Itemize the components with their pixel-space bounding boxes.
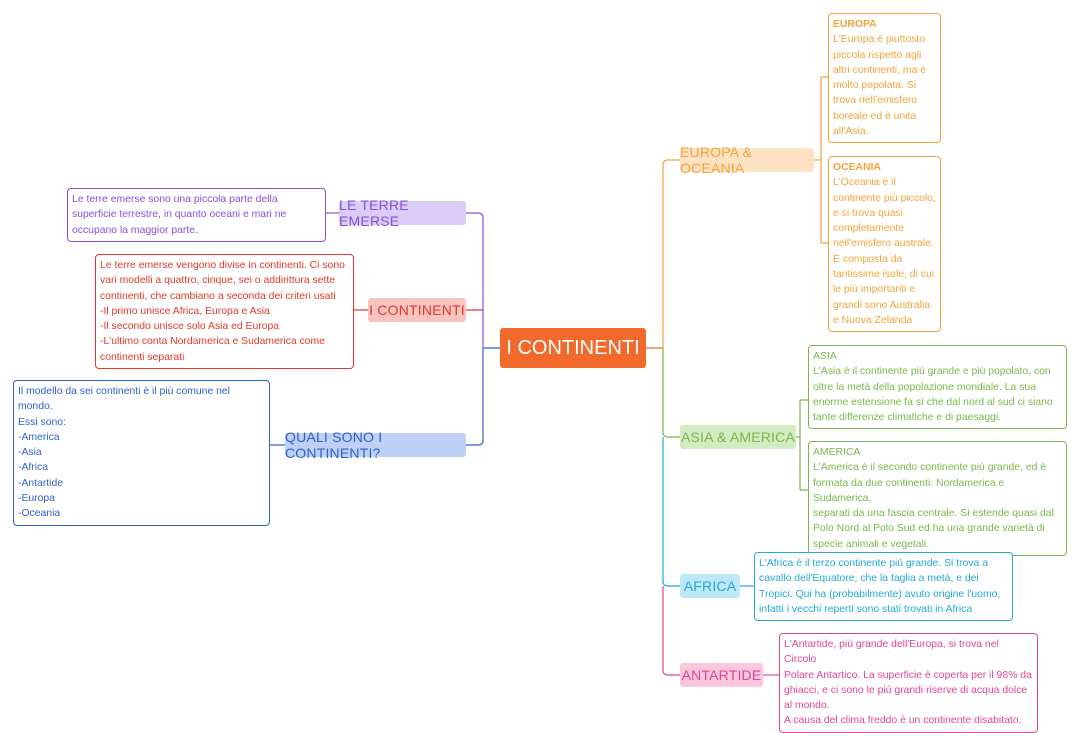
note-line: Le terre emerse sono una piccola parte d… <box>72 194 278 205</box>
note-line: continenti, che cambiano a seconda dei c… <box>100 290 336 302</box>
note-line: trova nell'emisfero <box>833 95 917 107</box>
note-line: enorme estensione fa sì che dal nord al … <box>813 396 1053 408</box>
note-line: -Oceania <box>18 508 61 520</box>
note-line: infatti i vecchi reperti sono stati trov… <box>759 603 973 615</box>
note-line: tante differenze climatiche e di paesagg… <box>813 412 1002 424</box>
note-line: L'Africa è il terzo continente più grand… <box>759 558 988 569</box>
note-line: oltre la metà della popolazione mondiale… <box>813 381 1036 393</box>
topic-africa[interactable]: AFRICA <box>680 574 740 598</box>
note-title: EUROPA <box>833 19 877 30</box>
topic-antartide[interactable]: ANTARTIDE <box>680 663 763 687</box>
note-line: occupano la maggior parte. <box>72 224 198 236</box>
note-line: Tropici. Qui ha (probabilmente) avuto or… <box>759 588 1001 600</box>
note-line: -America <box>18 431 60 443</box>
note-title: ASIA <box>813 351 837 362</box>
note-line: Le terre emerse vengono divise in contin… <box>100 260 345 271</box>
note-line: altri continenti, ma è <box>833 64 926 76</box>
note-quali-sono[interactable]: Il modello da sei continenti è il più co… <box>13 380 270 526</box>
note-line: ghiacci, e ci sono le più grandi riserve… <box>784 684 1028 696</box>
topic-asia-america[interactable]: ASIA & AMERICA <box>680 425 796 449</box>
note-line: L'America è il secondo continente più gr… <box>813 462 1047 474</box>
topic-i-continenti[interactable]: I CONTINENTI <box>368 298 466 322</box>
note-title: OCEANIA <box>833 162 881 173</box>
note-line: e si trova quasi <box>833 207 903 219</box>
note-line: -Il secondo unisce solo Asia ed Europa <box>100 321 280 333</box>
topic-quali-sono[interactable]: QUALI SONO I CONTINENTI? <box>285 429 466 461</box>
note-line: È composta da <box>833 253 903 265</box>
note-line: e Nuova Zelanda <box>833 314 913 326</box>
note-terre-emerse[interactable]: Le terre emerse sono una piccola parte d… <box>67 188 326 242</box>
note-antartide[interactable]: L'Antartide, più grande dell'Europa, si … <box>779 633 1038 733</box>
note-line: L'Europa è piuttosto <box>833 34 926 46</box>
note-line: piccola rispetto agli <box>833 49 922 61</box>
note-line: separati da una fascia centrale. Si este… <box>813 508 1054 520</box>
note-line: al mondo. <box>784 700 830 712</box>
note-line: -Antartide <box>18 477 64 489</box>
note-title: AMERICA <box>813 447 861 458</box>
note-line: specie animali e vegetali. <box>813 538 930 550</box>
note-line: completamente <box>833 223 905 235</box>
note-line: formata da due continenti: Nordamerica e… <box>813 477 1005 504</box>
note-america[interactable]: AMERICA L'America è il secondo continent… <box>808 441 1067 557</box>
note-line: vari modelli a quattro, cinque, sei o ad… <box>100 275 336 287</box>
note-line: all'Asia. <box>833 126 869 138</box>
topic-europa-oceania[interactable]: EUROPA & OCEANIA <box>680 144 814 176</box>
central-topic[interactable]: I CONTINENTI <box>500 328 646 368</box>
note-line: -Il primo unisce Africa, Europa e Asia <box>100 305 270 317</box>
note-line: Il modello da sei continenti è il più co… <box>18 386 230 413</box>
note-asia[interactable]: ASIA L'Asia è il continente più grande e… <box>808 345 1067 430</box>
note-line: A causa del clima freddo è un continente… <box>784 715 1022 727</box>
note-line: superficie terrestre, in quanto oceani e… <box>72 209 287 221</box>
note-line: Polare Antartico. La superficie è copert… <box>784 669 1032 681</box>
note-i-continenti[interactable]: Le terre emerse vengono divise in contin… <box>95 254 354 370</box>
note-line: cavallo dell'Equatore, che la taglia a m… <box>759 573 979 585</box>
note-line: -L'ultimo conta Nordamerica e Sudamerica… <box>100 336 325 348</box>
note-line: continenti separati <box>100 351 185 363</box>
note-line: L'Antartide, più grande dell'Europa, si … <box>784 639 999 666</box>
note-line: L'Asia è il continente più grande e più … <box>813 366 1051 378</box>
note-line: nell'emisfero australe. <box>833 238 934 250</box>
note-line: boreale ed è unita <box>833 110 917 122</box>
note-line: continente più piccolo, <box>833 192 936 204</box>
note-line: le più importanti e <box>833 284 916 296</box>
note-line: -Asia <box>18 447 42 459</box>
note-line: grandi sono Australia <box>833 299 931 311</box>
note-oceania[interactable]: OCEANIA L'Oceania è il continente più pi… <box>828 156 941 333</box>
note-line: tantissime isole, di cui <box>833 269 935 281</box>
note-line: -Africa <box>18 462 49 474</box>
note-line: L'Oceania è il <box>833 177 896 189</box>
note-line: molto popolata. Si <box>833 80 917 92</box>
note-line: -Europa <box>18 493 55 505</box>
note-europa[interactable]: EUROPA L'Europa è piuttosto piccola risp… <box>828 13 941 144</box>
note-line: Polo Nord al Polo Sud ed ha una grande v… <box>813 523 1045 535</box>
note-africa[interactable]: L'Africa è il terzo continente più grand… <box>754 552 1013 622</box>
topic-terre-emerse[interactable]: LE TERRE EMERSE <box>339 197 466 229</box>
note-line: Essi sono: <box>18 416 66 428</box>
